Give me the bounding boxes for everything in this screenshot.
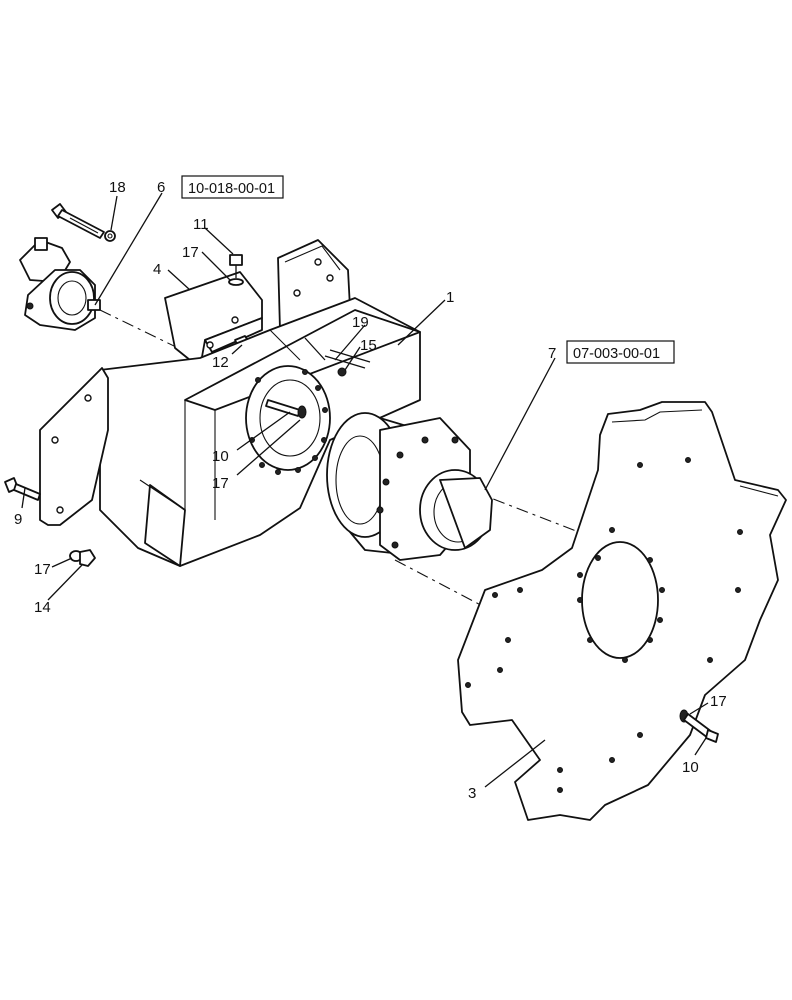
callout-labels: 18 6 11 17 4 12 1 19 15 7 10 17 9 17 14 …: [14, 179, 727, 802]
guard-cover-4[interactable]: [164, 271, 263, 369]
wheel-hub-7[interactable]: [326, 412, 493, 561]
callout-17-right: 17: [710, 693, 727, 710]
bolt-11[interactable]: [228, 254, 244, 286]
reference-text-top: 10-018-00-01: [188, 181, 275, 197]
hydraulic-motor[interactable]: [19, 237, 101, 331]
callout-10-right: 10: [682, 759, 699, 776]
callout-3: 3: [468, 785, 476, 802]
callout-18: 18: [109, 179, 126, 196]
callout-17-mid: 17: [212, 475, 229, 492]
reference-text-right: 07-003-00-01: [573, 346, 660, 362]
callout-1: 1: [446, 289, 454, 306]
callout-12: 12: [212, 354, 229, 371]
callout-10-mid: 10: [212, 448, 229, 465]
reference-box-right: 07-003-00-01: [566, 340, 675, 364]
callout-14: 14: [34, 599, 51, 616]
callout-15: 15: [360, 337, 377, 354]
callout-17-top: 17: [182, 244, 199, 261]
star-wheel-3[interactable]: [457, 401, 787, 821]
callout-11: 11: [193, 216, 209, 233]
callout-19: 19: [352, 314, 369, 331]
callout-9: 9: [14, 511, 22, 528]
callout-7: 7: [548, 345, 556, 362]
main-housing-1[interactable]: [39, 239, 421, 567]
nut-14[interactable]: [79, 549, 96, 567]
bolt-18[interactable]: [51, 203, 116, 242]
bolt-9[interactable]: [4, 477, 41, 501]
callout-17-left: 17: [34, 561, 51, 578]
leader-lines: [21, 192, 709, 788]
reference-box-top: 10-018-00-01: [181, 175, 284, 199]
callout-6: 6: [157, 179, 165, 196]
callout-4: 4: [153, 261, 161, 278]
bolt-10-right[interactable]: [679, 709, 719, 743]
